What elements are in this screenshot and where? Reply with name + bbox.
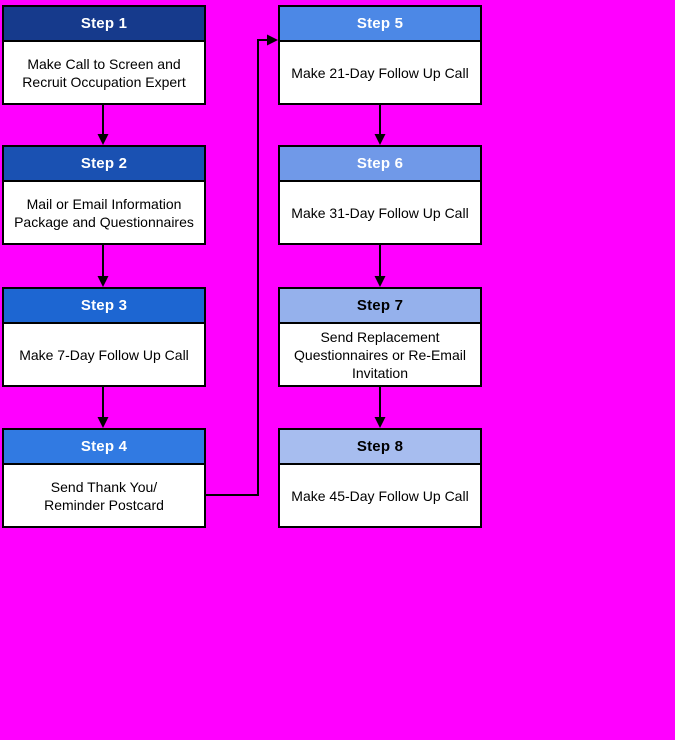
step-7-text: Send Replacement Questionnaires or Re-Em… (294, 328, 466, 381)
arrow-step7-to-step8 (374, 387, 386, 428)
step-8-text: Make 45-Day Follow Up Call (291, 487, 469, 504)
step-6-title: Step 6 (356, 155, 404, 172)
step-6-header: Step 6 (280, 147, 480, 182)
step-4-header: Step 4 (4, 430, 204, 465)
step-4-body: Send Thank You/ Reminder Postcard (4, 465, 204, 526)
step-5-text: Make 21-Day Follow Up Call (291, 64, 469, 81)
step-8-header: Step 8 (280, 430, 480, 465)
step-7-title: Step 7 (356, 297, 404, 314)
step-7-header: Step 7 (280, 289, 480, 324)
step-5-header: Step 5 (280, 7, 480, 42)
step-2-node: Step 2 Mail or Email Information Package… (2, 145, 206, 245)
step-5-title: Step 5 (356, 15, 404, 32)
step-6-body: Make 31-Day Follow Up Call (280, 182, 480, 243)
step-1-node: Step 1 Make Call to Screen and Recruit O… (2, 5, 206, 105)
step-6-text: Make 31-Day Follow Up Call (291, 204, 469, 221)
step-7-body: Send Replacement Questionnaires or Re-Em… (280, 324, 480, 385)
step-3-header: Step 3 (4, 289, 204, 324)
step-8-body: Make 45-Day Follow Up Call (280, 465, 480, 526)
step-5-body: Make 21-Day Follow Up Call (280, 42, 480, 103)
step-4-title: Step 4 (80, 438, 128, 455)
step-1-header: Step 1 (4, 7, 204, 42)
step-8-node: Step 8 Make 45-Day Follow Up Call (278, 428, 482, 528)
arrow-step6-to-step7 (374, 245, 386, 287)
arrow-step4-to-step5 (205, 34, 278, 496)
arrow-step1-to-step2 (97, 105, 109, 145)
step-3-text: Make 7-Day Follow Up Call (19, 346, 189, 363)
step-5-node: Step 5 Make 21-Day Follow Up Call (278, 5, 482, 105)
step-2-text: Mail or Email Information Package and Qu… (14, 195, 194, 230)
step-3-node: Step 3 Make 7-Day Follow Up Call (2, 287, 206, 387)
step-4-text: Send Thank You/ Reminder Postcard (44, 478, 164, 513)
step-1-body: Make Call to Screen and Recruit Occupati… (4, 42, 204, 103)
step-1-title: Step 1 (80, 15, 128, 32)
step-8-title: Step 8 (356, 438, 404, 455)
arrow-step5-to-step6 (374, 105, 386, 145)
arrow-step3-to-step4 (97, 387, 109, 428)
step-2-header: Step 2 (4, 147, 204, 182)
step-1-text: Make Call to Screen and Recruit Occupati… (22, 55, 186, 90)
step-2-title: Step 2 (80, 155, 128, 172)
step-4-node: Step 4 Send Thank You/ Reminder Postcard (2, 428, 206, 528)
arrow-step2-to-step3 (97, 245, 109, 287)
step-6-node: Step 6 Make 31-Day Follow Up Call (278, 145, 482, 245)
step-3-body: Make 7-Day Follow Up Call (4, 324, 204, 385)
step-7-node: Step 7 Send Replacement Questionnaires o… (278, 287, 482, 387)
step-3-title: Step 3 (80, 297, 128, 314)
step-2-body: Mail or Email Information Package and Qu… (4, 182, 204, 243)
